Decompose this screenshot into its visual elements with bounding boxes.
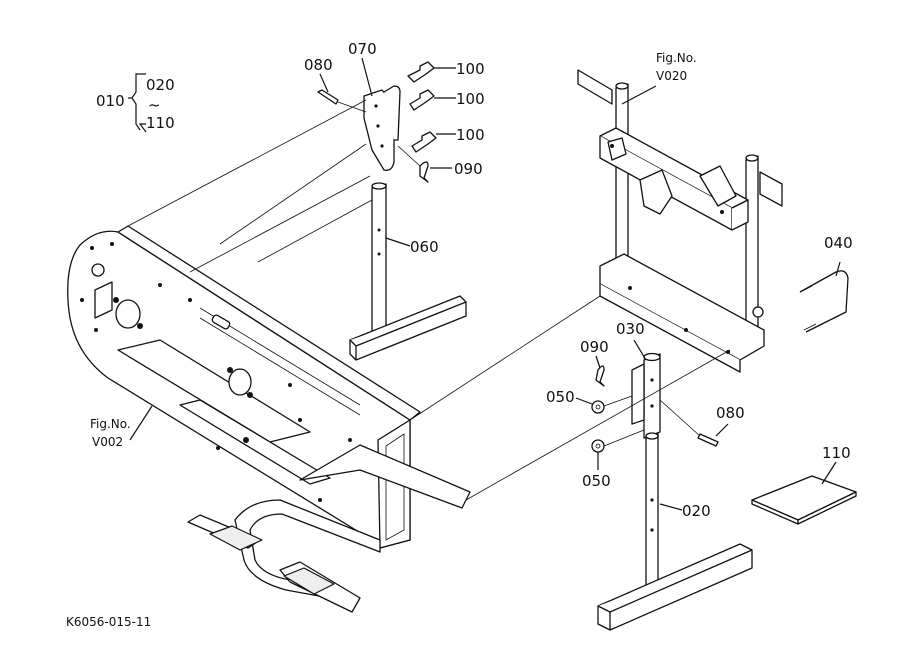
label-fig-v020-line2: V020 [656, 69, 687, 83]
label-090-mid: 090 [580, 338, 609, 356]
label-fig-v002-line2: V002 [92, 435, 123, 449]
label-090-top: 090 [454, 160, 483, 178]
label-070: 070 [348, 40, 377, 58]
label-tilde: ~ [148, 96, 161, 114]
label-020-range: 020 [146, 76, 175, 94]
label-030: 030 [616, 320, 645, 338]
label-100-b: 100 [456, 90, 485, 108]
label-080-top: 080 [304, 56, 333, 74]
label-040: 040 [824, 234, 853, 252]
u-bolt-040 [799, 270, 849, 333]
foot-step-assembly [187, 499, 381, 613]
label-050-b: 050 [582, 472, 611, 490]
drawing-number: K6056-015-11 [66, 615, 151, 629]
label-100-c: 100 [456, 126, 485, 144]
stand-020 [597, 352, 753, 631]
label-110: 110 [822, 444, 851, 462]
stand-060 [349, 182, 467, 361]
label-050-a: 050 [546, 388, 575, 406]
bracket-070 [363, 85, 401, 171]
leader-lines [128, 57, 841, 511]
label-010: 010 [96, 92, 125, 110]
label-060: 060 [410, 238, 439, 256]
label-080-mid: 080 [716, 404, 745, 422]
manual-110 [751, 475, 857, 525]
part-labels: 010 020 ~ 110 080 070 100 100 100 090 06… [66, 40, 853, 629]
label-fig-v020-line1: Fig.No. [656, 51, 697, 65]
hardware-top [317, 61, 437, 183]
label-fig-v002-line1: Fig.No. [90, 417, 131, 431]
label-020: 020 [682, 502, 711, 520]
frame-v020 [577, 69, 783, 373]
main-frame [67, 225, 471, 549]
label-100-a: 100 [456, 60, 485, 78]
label-110-range: 110 [146, 114, 175, 132]
assembly-lines [127, 99, 731, 501]
